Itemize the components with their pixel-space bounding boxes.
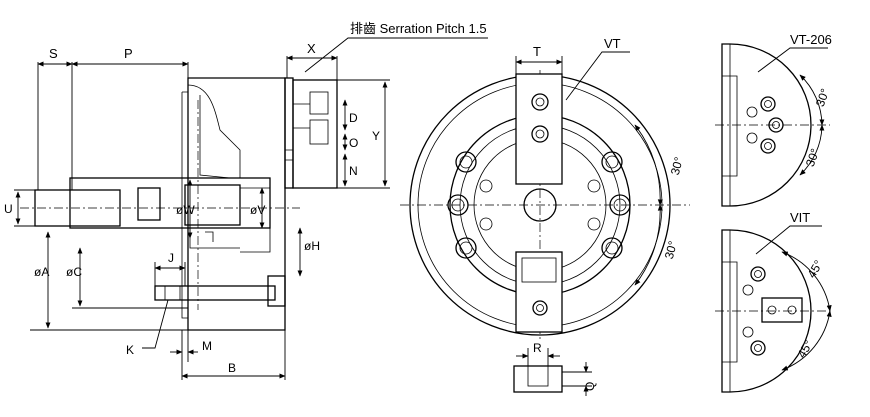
dim-k-label: K bbox=[126, 343, 134, 357]
vit-label: VIT bbox=[790, 210, 810, 225]
dim-y-label: Y bbox=[372, 129, 380, 143]
dim-v-label: øV bbox=[250, 203, 265, 217]
vit-variant-view: VIT 45° 45° bbox=[715, 210, 832, 393]
vt-206-angle-upper: 30° bbox=[813, 87, 832, 109]
dim-q-label: Q bbox=[583, 382, 597, 391]
front-view: T VT 30° 30° R Q bbox=[400, 36, 690, 396]
angle-top-label: 30° bbox=[668, 155, 686, 176]
vt-206-label: VT-206 bbox=[790, 32, 832, 47]
serration-pitch-note: 排齒 Serration Pitch 1.5 bbox=[350, 21, 487, 36]
dim-c-label: øC bbox=[66, 265, 82, 279]
dim-u-label: U bbox=[4, 202, 13, 216]
dim-h-label: øH bbox=[304, 239, 320, 253]
dim-b-label: B bbox=[228, 361, 236, 375]
dim-p-label: P bbox=[124, 46, 133, 61]
dim-a-label: øA bbox=[34, 265, 49, 279]
dim-o-label: O bbox=[349, 136, 358, 150]
dim-m-label: M bbox=[202, 339, 212, 353]
vt-206-variant-view: VT-206 30° 30° bbox=[715, 32, 832, 207]
dim-w-label: øW bbox=[176, 203, 195, 217]
dim-t-label: T bbox=[533, 44, 541, 59]
angle-bottom-label: 30° bbox=[662, 239, 680, 260]
dim-j-label: J bbox=[168, 251, 174, 265]
dim-d-label: D bbox=[349, 111, 358, 125]
vit-angle-upper: 45° bbox=[804, 258, 825, 281]
side-view: S P X 排齒 Serration Pitch 1.5 D O N Y U ø… bbox=[4, 21, 488, 380]
vit-angle-lower: 45° bbox=[794, 338, 815, 361]
vt-206-angle-lower: 30° bbox=[803, 147, 822, 169]
dim-s-label: S bbox=[49, 46, 58, 61]
dim-x-label: X bbox=[307, 41, 316, 56]
dim-r-label: R bbox=[533, 341, 542, 355]
vt-label: VT bbox=[604, 36, 621, 51]
dim-n-label: N bbox=[349, 164, 358, 178]
bolt-hole-set bbox=[447, 151, 631, 259]
